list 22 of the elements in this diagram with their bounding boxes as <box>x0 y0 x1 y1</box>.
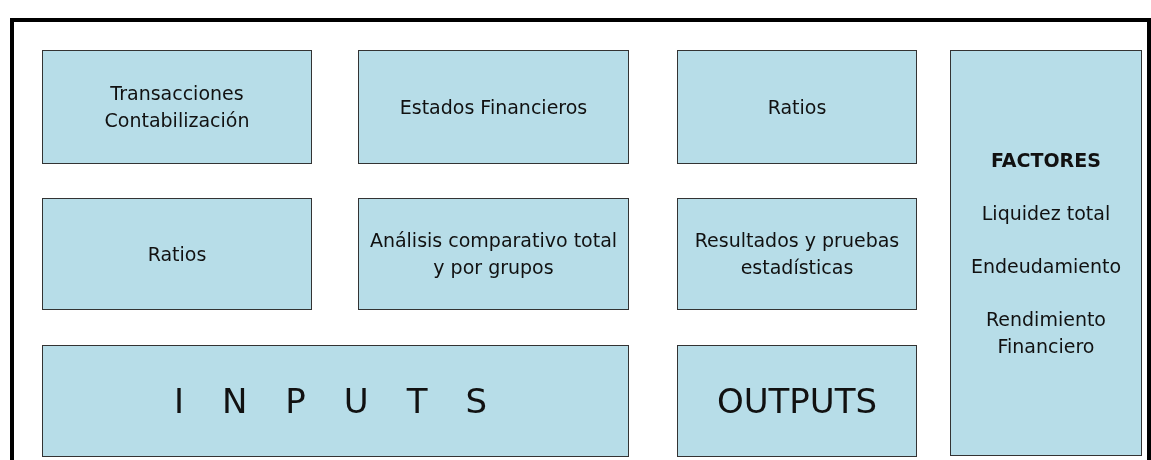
process-box <box>42 50 312 164</box>
box-label: Ratios <box>146 241 208 267</box>
outputs-box <box>677 345 917 457</box>
panel-heading: FACTORES <box>990 147 1102 173</box>
section-label: OUTPUTS <box>715 380 879 423</box>
box-label: Resultados y pruebas estadísticas <box>693 228 901 280</box>
inputs-bar <box>42 345 629 457</box>
box-label: Estados Financieros <box>398 94 589 120</box>
factor-label: Endeudamiento <box>969 253 1123 279</box>
process-box <box>358 198 629 310</box>
factors-panel <box>950 50 1142 456</box>
frame-border <box>10 18 1151 460</box>
process-box <box>358 50 629 164</box>
factor-label: Liquidez total <box>980 200 1112 226</box>
process-box <box>677 50 917 164</box>
process-box <box>42 198 312 310</box>
box-label: Análisis comparativo total y por grupos <box>368 228 619 280</box>
process-box <box>677 198 917 310</box>
box-label: Ratios <box>766 94 828 120</box>
factor-label: Rendimiento Financiero <box>985 306 1107 359</box>
box-label: Transacciones Contabilización <box>103 81 251 133</box>
section-label: INPUTS <box>172 380 527 423</box>
